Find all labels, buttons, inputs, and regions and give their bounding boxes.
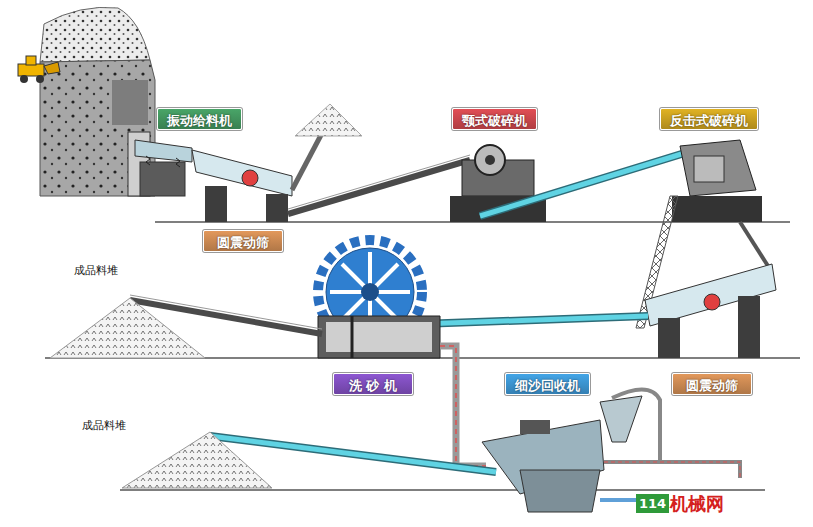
vibrating-screen-2: [645, 264, 776, 358]
vibrating-feeder-part: [176, 158, 180, 167]
slurry-pipe-part: [440, 346, 486, 466]
wheel-loader-part: [26, 56, 36, 65]
machine-name: 反击式破碎机: [670, 112, 748, 130]
vibrating-screen-2-part: [738, 296, 760, 358]
wheel-loader-part: [44, 62, 60, 74]
machine-label: 反击式破碎机: [660, 108, 758, 130]
belt-conveyor: [288, 155, 470, 214]
belt-conveyor-part: [210, 436, 496, 472]
vibrating-screen-1-part: [205, 186, 227, 222]
belt-conveyor: [420, 316, 648, 324]
jaw-crusher-part: [475, 145, 505, 175]
fine-sand-recovery-part: [604, 462, 740, 478]
product-pile: [122, 432, 272, 488]
vibrating-feeder-part: [140, 162, 185, 196]
sand-washer-part: [351, 316, 354, 358]
impact-crusher-part: [694, 156, 724, 182]
machine-label: 圆震动筛: [203, 230, 283, 252]
belt-conveyor-part: [480, 152, 688, 216]
vibrating-screen-2-part: [704, 294, 720, 310]
product-pile-part: [50, 298, 205, 358]
machine-label: 细沙回收机: [505, 373, 590, 395]
belt-conveyor-part: [210, 436, 496, 472]
machine-label: 洗 砂 机: [333, 373, 413, 395]
machine-name: 振动给料机: [167, 112, 232, 130]
fine-sand-recovery-part: [600, 498, 640, 502]
quarry-hill-part: [40, 60, 155, 196]
machine-name: 圆震动筛: [686, 377, 738, 395]
belt-conveyor: [480, 152, 688, 216]
wheel-loader-part: [18, 64, 44, 76]
vibrating-feeder: [128, 132, 192, 196]
quarry-hill-part: [112, 80, 148, 125]
stockpile-conveyor-part: [295, 104, 362, 136]
quarry-hill: [40, 7, 155, 196]
machine-name: 细沙回收机: [515, 377, 580, 395]
belt-conveyor-part: [420, 316, 648, 324]
machine-name: 圆震动筛: [217, 234, 269, 252]
fine-sand-recovery-part: [520, 420, 550, 434]
sand-washer-part: [361, 283, 379, 301]
belt-conveyor-part: [420, 316, 648, 324]
vibrating-screen-2-part: [658, 318, 680, 358]
fine-sand-recovery-part: [600, 396, 642, 442]
wheel-loader-part: [36, 75, 44, 83]
fine-sand-recovery-part: [520, 470, 600, 512]
impact-crusher-part: [680, 140, 756, 196]
fine-sand-recovery-part: [612, 389, 660, 462]
ground-line-part: [120, 489, 765, 491]
machine-label: 颚式破碎机: [452, 108, 537, 130]
stockpile-conveyor: [292, 104, 362, 190]
sand-washer-part-part: [342, 264, 398, 320]
machine-name: 颚式破碎机: [462, 112, 527, 130]
machine-label: 振动给料机: [157, 108, 242, 130]
jaw-crusher-part: [485, 155, 495, 165]
fine-sand-recovery-part: [604, 462, 740, 478]
slurry-pipe: [440, 346, 486, 466]
watermark: 机械网: [670, 492, 724, 516]
product-pile: [50, 298, 205, 358]
slurry-pipe-part: [440, 346, 486, 466]
vibrating-screen-1-part: [266, 194, 288, 222]
vibrating-screen-1-part: [242, 170, 258, 186]
sand-washer-part: [326, 322, 432, 352]
pile-label: 成品料堆: [74, 263, 118, 278]
wheel-loader: [18, 56, 60, 83]
machine-label: 圆震动筛: [672, 373, 752, 395]
sand-washer: [318, 240, 440, 358]
wheel-loader-part: [20, 75, 28, 83]
pile-label: 成品料堆: [82, 418, 126, 433]
vibrating-feeder-part: [146, 156, 150, 165]
belt-conveyor-part: [288, 160, 470, 214]
sand-washer-part: [318, 316, 440, 358]
belt-conveyor: [210, 436, 496, 472]
sand-washer-part-part: [342, 264, 398, 320]
quarry-hill-part: [40, 7, 150, 62]
return-conveyor-part: [740, 222, 768, 266]
machine-name: 洗 砂 机: [349, 377, 397, 395]
product-pile-part: [122, 432, 272, 488]
vibrating-feeder-part: [135, 140, 192, 162]
belt-conveyor-part: [288, 155, 470, 209]
impact-crusher: [672, 140, 762, 222]
impact-crusher-part: [672, 196, 762, 222]
vibrating-screen-1: [192, 150, 292, 222]
belt-conveyor-part: [480, 152, 688, 216]
watermark: 114: [636, 494, 669, 513]
ground-line: [45, 222, 800, 490]
